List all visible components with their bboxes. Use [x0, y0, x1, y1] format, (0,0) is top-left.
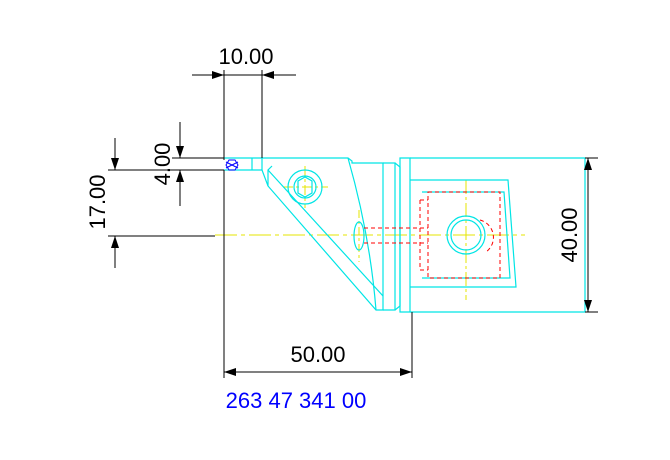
curved-face	[347, 157, 377, 311]
head-diagonal	[267, 169, 384, 297]
clamp-screw-inner	[293, 175, 317, 199]
collar-left	[383, 162, 396, 311]
hidden-lines	[364, 191, 501, 279]
collar-groove	[394, 162, 401, 311]
dim-label-diameter: 40.00	[557, 207, 582, 262]
dim-label-small-height: 4.00	[150, 143, 175, 186]
tool-head	[261, 157, 384, 311]
insert-marker-shape	[225, 159, 239, 171]
insert-marker	[225, 159, 239, 171]
hidden-bore-step	[419, 199, 428, 271]
insert-marker-line-b	[225, 161, 239, 169]
centerlines	[215, 166, 525, 300]
shank-taper	[410, 179, 517, 288]
part-outline	[224, 157, 586, 313]
insert-tip	[224, 157, 263, 171]
hidden-hole-arc	[479, 219, 494, 253]
dim-label-offset-height: 17.00	[85, 174, 110, 229]
shank-hole-inner	[450, 219, 482, 251]
hidden-coolant-channel	[364, 227, 428, 244]
coolant-pin	[353, 221, 365, 251]
dim-label-width: 10.00	[218, 44, 273, 69]
shank-hole-outer	[446, 215, 486, 255]
dimension-lines	[108, 70, 598, 378]
hidden-bore	[427, 191, 501, 279]
clamp-screw-outer	[287, 169, 323, 205]
dim-label-length: 50.00	[290, 342, 345, 367]
clamp-screw-hex	[297, 176, 313, 198]
tool-head-inner	[267, 165, 273, 186]
part-number: 263 47 341 00	[226, 388, 367, 413]
